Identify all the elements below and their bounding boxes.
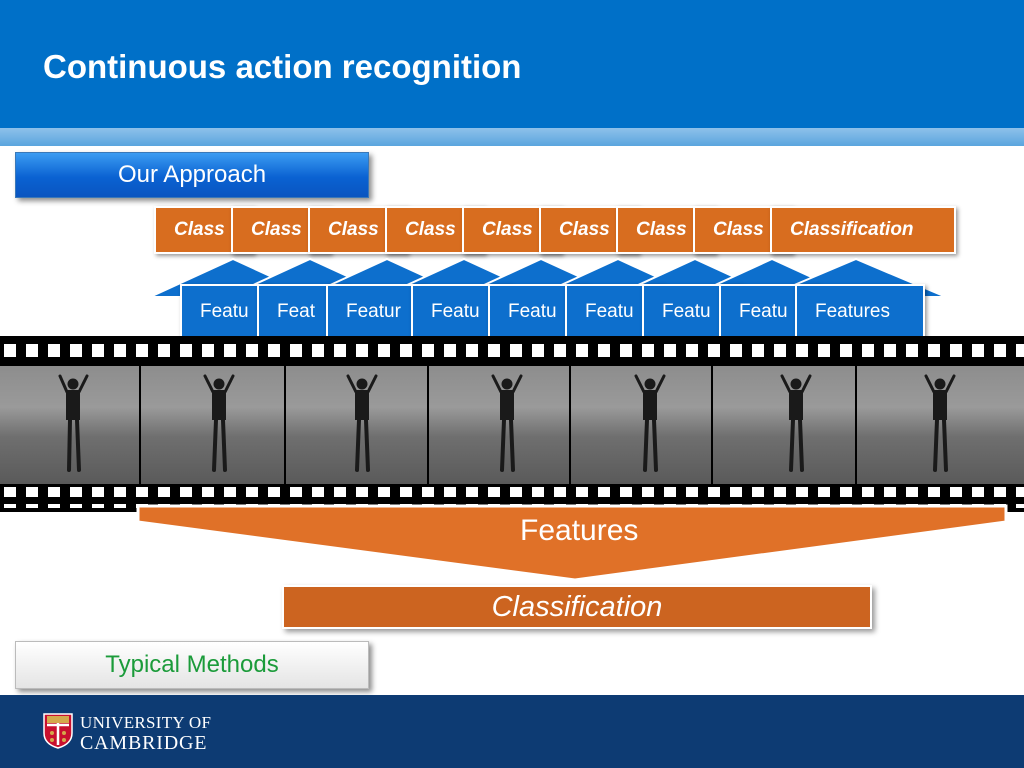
cambridge-crest-icon [43,713,73,749]
pipeline-features-label: Features [520,514,639,547]
person-figure-6 [780,374,812,472]
person-figure-2 [203,374,235,472]
pipeline-classification-box: Classification [282,585,872,629]
person-figure-1 [58,374,89,472]
university-wordmark: UNIVERSITY OF CAMBRIDGE [80,713,211,753]
wordmark-line-1: UNIVERSITY OF [80,713,212,732]
person-figure-3 [346,374,378,472]
features-box-9: Features [795,284,925,342]
person-figure-5 [634,374,666,472]
classification-box-9: Classification [770,206,956,254]
typical-methods-box: Typical Methods [15,641,369,689]
wordmark-line-2: CAMBRIDGE [80,732,208,754]
person-figure-4 [491,374,523,472]
footer-bar [0,695,1024,768]
header-bar [0,0,1024,128]
header-stripe [0,128,1024,146]
person-figure-7 [924,374,956,472]
our-approach-box: Our Approach [15,152,369,198]
slide-title: Continuous action recognition [43,48,522,85]
